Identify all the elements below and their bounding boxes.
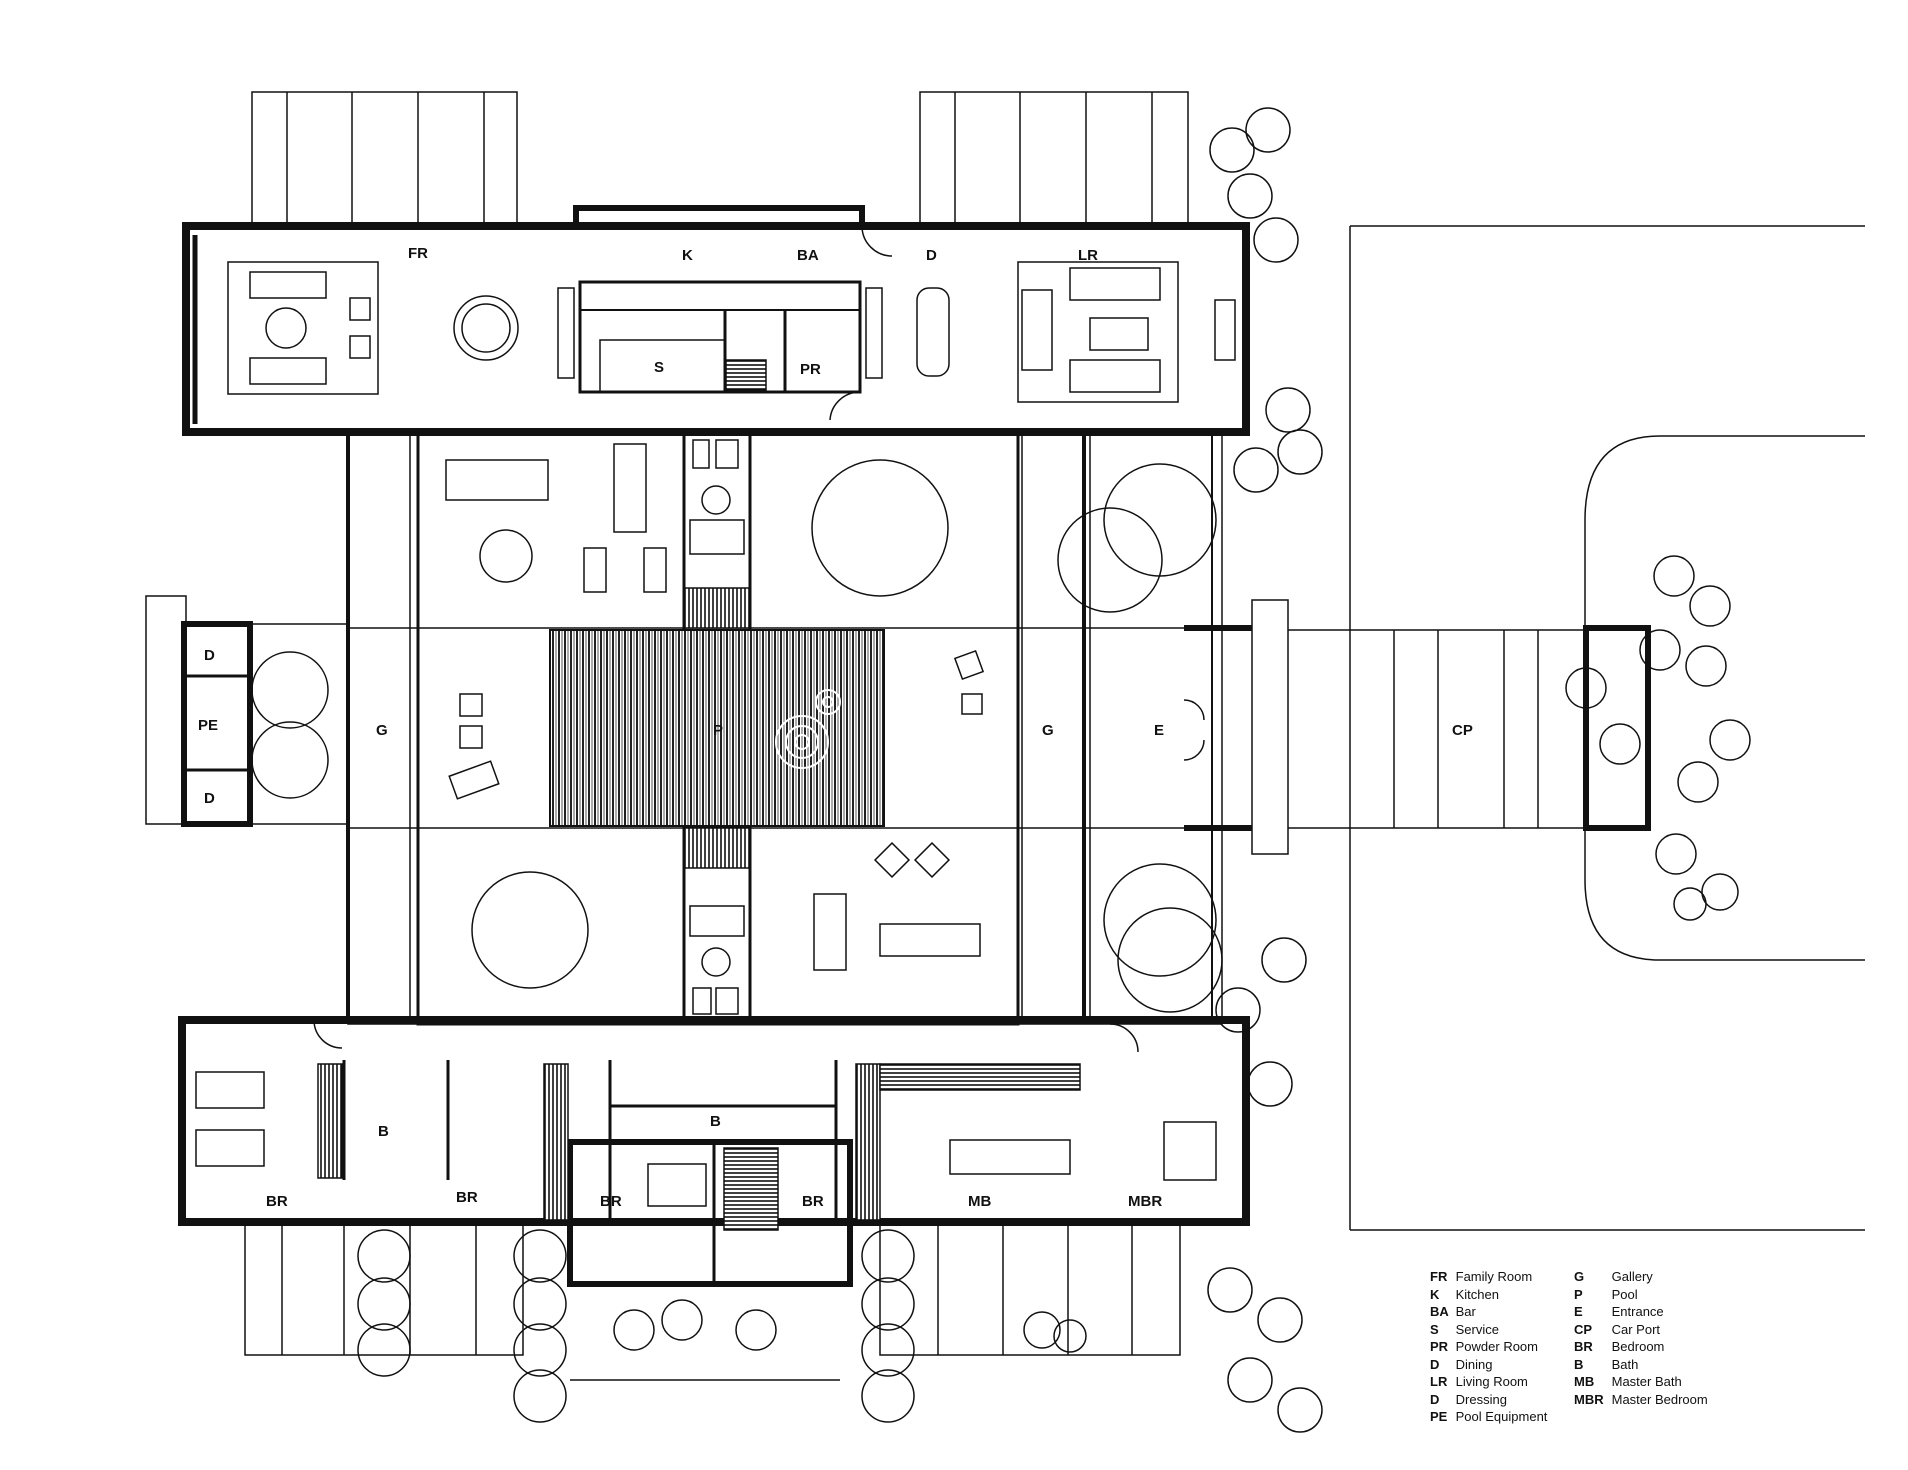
room-label-dressing-south: D [204, 790, 215, 807]
legend-item: E Entrance [1574, 1304, 1664, 1319]
room-label-master-bedroom: MBR [1128, 1193, 1162, 1210]
pool-ripples [775, 689, 841, 769]
dining-living-furniture [916, 261, 1236, 403]
legend-item: D Dressing [1430, 1391, 1507, 1407]
terrace-bottom-right [879, 1221, 1181, 1356]
legend-item: LR Living Room [1430, 1374, 1528, 1389]
family-room-furniture [227, 261, 519, 395]
legend-item: D Dining [1430, 1356, 1493, 1372]
room-label-bedroom-1: BR [266, 1193, 288, 1210]
room-label-dressing-north: D [204, 647, 215, 664]
pool-steps-north [683, 587, 751, 629]
room-label-gallery-east: G [1042, 722, 1054, 739]
room-label-car-port: CP [1452, 722, 1473, 739]
room-label-bar: BA [797, 247, 819, 264]
room-label-bedroom-2: BR [456, 1189, 478, 1206]
legend-item: MB Master Bath [1574, 1374, 1682, 1389]
room-label-living-room: LR [1078, 247, 1098, 264]
pool-service-south [689, 905, 745, 1015]
room-label-powder-room: PR [800, 361, 821, 378]
room-label-gallery-west: G [376, 722, 388, 739]
legend-item: B Bath [1574, 1356, 1639, 1372]
pool-steps-south [683, 827, 751, 869]
legend-item: PE Pool Equipment [1430, 1409, 1548, 1424]
room-label-service: S [654, 359, 664, 376]
legend-item: S Service [1430, 1321, 1499, 1337]
legend-item: FR Family Room [1430, 1269, 1533, 1284]
trees [251, 107, 1751, 1433]
legend-item: BR Bedroom [1574, 1339, 1665, 1354]
north-wing [182, 205, 1250, 436]
room-label-entrance: E [1154, 722, 1164, 739]
legend-column-left: FR Family Room K Kitchen BA Bar S Servic… [1430, 1268, 1620, 1426]
courtyard-furniture [445, 443, 985, 971]
pool-equipment-wing [145, 595, 349, 827]
terrace-top-left [251, 91, 518, 227]
legend-item: G Gallery [1574, 1269, 1653, 1284]
room-label-master-bath: MB [968, 1193, 991, 1210]
room-label-family-room: FR [408, 245, 428, 262]
legend-item: PR Powder Room [1430, 1339, 1538, 1354]
legend-item: CP Car Port [1574, 1321, 1661, 1337]
legend-item: BA Bar [1430, 1304, 1476, 1319]
room-label-dining: D [926, 247, 937, 264]
room-label-bedroom-3: BR [600, 1193, 622, 1210]
terrace-top-right [919, 91, 1189, 227]
legend-item: MBR Master Bedroom [1574, 1391, 1708, 1407]
south-wing [178, 1016, 1250, 1287]
legend-item: P Pool [1574, 1286, 1638, 1302]
room-label-bedroom-4: BR [802, 1193, 824, 1210]
room-label-pool: P [713, 722, 723, 739]
pool [549, 629, 885, 827]
legend-item: K Kitchen [1430, 1286, 1499, 1302]
room-label-kitchen: K [682, 247, 693, 264]
room-label-bath-west: B [378, 1123, 389, 1140]
terrace-bottom-left [244, 1221, 524, 1356]
pool-service-north [689, 439, 745, 555]
room-label-bath-center: B [710, 1113, 721, 1130]
entrance-carport [1183, 599, 1651, 855]
room-label-pool-equipment: PE [198, 717, 218, 734]
legend-column-right: G Gallery P Pool E Entrance CP Car Port … [1574, 1268, 1764, 1408]
kitchen-block [557, 225, 893, 421]
